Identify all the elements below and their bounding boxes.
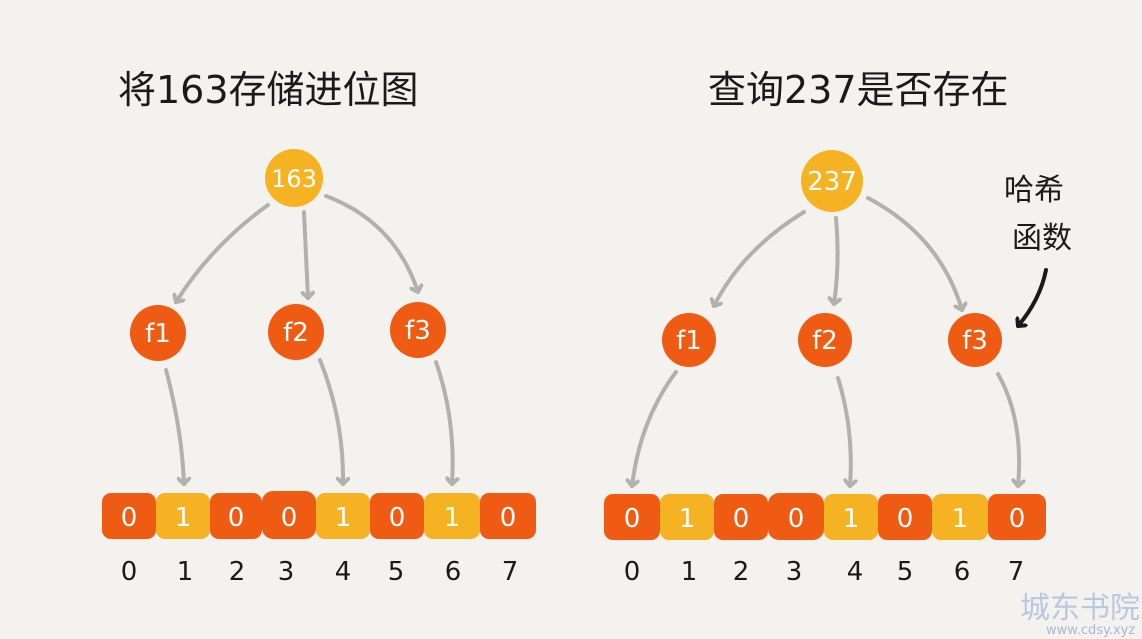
svg-text:0: 0 [624,504,641,534]
right-bit-cell: 0 [878,494,932,540]
svg-text:1: 1 [444,503,461,533]
left-index-label: 0 [121,557,138,587]
annotation-line2: 函数 [1012,221,1072,256]
left-arrow-input-f2 [304,210,308,300]
left-title: 将163存储进位图 [118,68,419,112]
right-arrow-input-f3 [866,196,962,312]
right-hash-f2: f2 [798,313,852,367]
right-index-label: 7 [1008,557,1025,587]
right-panel: 查询237是否存在 237 f1 f2 f3 哈希 函数 [604,68,1072,587]
right-hash-f2-label: f2 [812,326,838,356]
right-bit-cell: 0 [768,493,824,540]
right-bit-array: 0 1 0 0 1 0 1 0 [604,493,1046,540]
right-index-label: 5 [897,557,914,587]
right-index-label: 6 [954,557,971,587]
svg-text:1: 1 [335,503,352,533]
left-bit-cell: 0 [210,493,262,539]
annotation-line1: 哈希 [1004,173,1064,208]
right-title: 查询237是否存在 [708,68,1009,112]
left-index-label: 7 [502,557,519,587]
left-hash-f2-label: f2 [283,318,309,348]
right-bit-cell: 1 [932,494,988,540]
right-hash-f1: f1 [662,313,716,367]
right-bit-cell: 0 [714,494,768,540]
left-hash-f3-label: f3 [405,316,431,346]
svg-text:1: 1 [679,504,696,534]
right-bit-cell: 0 [988,494,1046,540]
watermark-url: www.cdsy.xyz [1046,623,1135,638]
right-hash-f3-label: f3 [962,326,988,356]
svg-text:0: 0 [228,503,245,533]
left-input-node: 163 [265,149,323,207]
right-arrow-f2-bit [836,376,851,488]
left-arrow-f1-bit [164,368,184,486]
right-index-label: 2 [733,557,750,587]
right-index-label: 4 [847,557,864,587]
left-arrow-f3-bit [434,360,453,486]
svg-text:0: 0 [281,503,298,533]
svg-text:0: 0 [389,503,406,533]
svg-text:0: 0 [897,504,914,534]
left-hash-f1-label: f1 [145,319,171,349]
right-arrow-input-f1 [714,210,806,308]
left-arrow-input-f3 [324,194,418,294]
left-bit-cell: 1 [156,493,210,539]
left-panel: 将163存储进位图 163 f1 f2 f3 0 1 [102,68,536,587]
right-index-label: 0 [624,557,641,587]
left-hash-f2: f2 [268,304,324,360]
left-index-label: 1 [177,557,194,587]
right-bit-cell: 1 [824,494,878,540]
left-bit-cell: 1 [424,493,480,539]
right-input-label: 237 [807,167,857,197]
right-index-row: 0 1 2 3 4 5 6 7 [624,557,1025,587]
svg-text:0: 0 [500,503,517,533]
right-input-node: 237 [801,150,863,212]
left-index-label: 4 [335,557,352,587]
annotation-arrow [1018,268,1048,328]
right-arrow-f3-bit [996,372,1019,488]
left-index-label: 2 [229,557,246,587]
left-bit-cell: 0 [102,493,156,539]
left-index-row: 0 1 2 3 4 5 6 7 [121,557,519,587]
right-hash-f3: f3 [948,313,1002,367]
left-hash-f1: f1 [130,305,186,361]
svg-text:1: 1 [175,503,192,533]
svg-text:1: 1 [843,504,860,534]
left-input-label: 163 [271,165,317,193]
right-arrow-f1-bit [632,370,678,488]
watermark: 城东书院 www.cdsy.xyz [1020,591,1140,638]
left-bit-cell: 0 [262,491,316,539]
left-index-label: 3 [278,557,295,587]
left-bit-cell: 1 [316,493,370,539]
watermark-name: 城东书院 [1020,591,1140,626]
svg-text:0: 0 [733,504,750,534]
right-arrow-input-f2 [834,216,838,306]
right-bit-cell: 1 [660,494,714,540]
svg-text:0: 0 [1009,504,1026,534]
left-hash-f3: f3 [390,302,446,358]
right-hash-f1-label: f1 [676,326,702,356]
left-index-label: 5 [388,557,405,587]
svg-text:0: 0 [121,503,138,533]
left-bit-cell: 0 [370,493,424,539]
right-index-label: 3 [786,557,803,587]
left-index-label: 6 [445,557,462,587]
svg-text:0: 0 [788,504,805,534]
left-arrow-input-f1 [176,203,270,304]
left-arrow-f2-bit [318,358,343,486]
svg-text:1: 1 [952,504,969,534]
right-bit-cell: 0 [604,494,660,540]
left-bit-cell: 0 [480,493,536,539]
left-bit-array: 0 1 0 0 1 0 1 0 [102,491,536,539]
hash-function-annotation: 哈希 函数 [1004,173,1072,328]
right-index-label: 1 [681,557,698,587]
